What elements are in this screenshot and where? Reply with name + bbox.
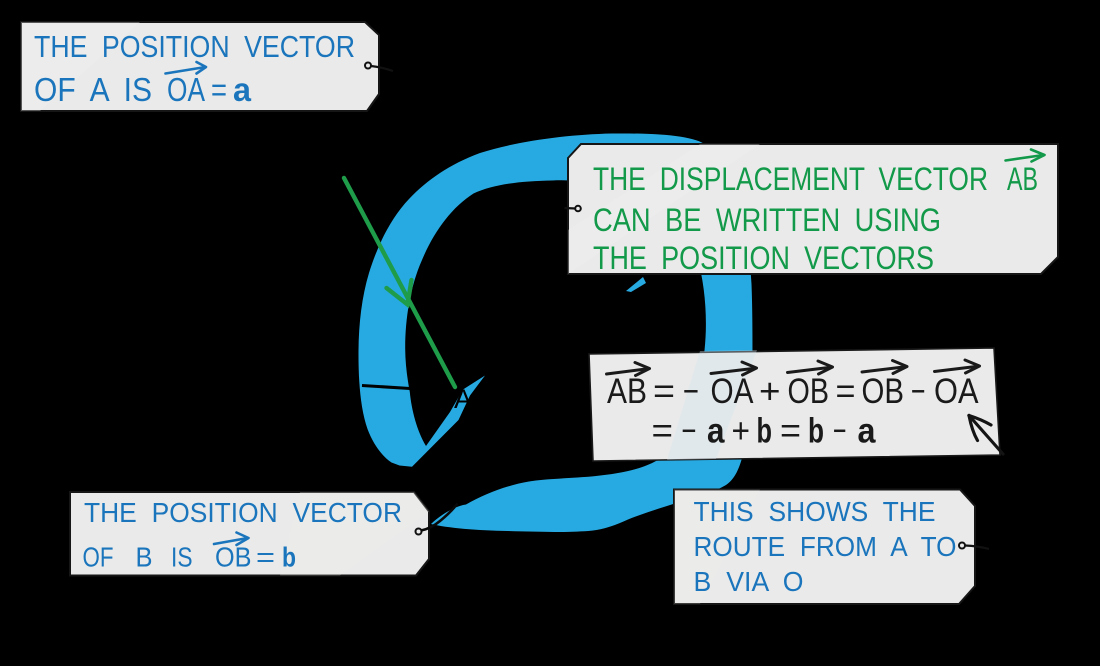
svg-text:OB: OB [788, 372, 830, 411]
svg-text:THIS SHOWS THE: THIS SHOWS THE [694, 496, 936, 527]
svg-text:a: a [707, 412, 725, 451]
svg-text:OB: OB [215, 542, 252, 573]
svg-text:=: = [836, 372, 856, 411]
svg-text:OF A IS: OF A IS [34, 71, 152, 108]
svg-text:=: = [653, 372, 675, 411]
svg-text:THE DISPLACEMENT VECTOR: THE DISPLACEMENT VECTOR [593, 161, 988, 197]
svg-text:A: A [454, 384, 472, 414]
svg-text:AB: AB [1007, 161, 1038, 197]
svg-text:OA: OA [167, 71, 205, 108]
svg-text:OB: OB [862, 372, 905, 411]
svg-text:OF: OF [83, 542, 114, 573]
svg-text:−: − [911, 372, 926, 411]
svg-text:b: b [282, 542, 296, 573]
svg-text:=: = [211, 71, 227, 108]
svg-text:=: = [652, 412, 674, 451]
svg-text:=: = [780, 412, 801, 451]
svg-text:b: b [808, 412, 824, 451]
svg-text:−: − [683, 372, 699, 411]
svg-text:a: a [233, 71, 252, 108]
svg-text:a: a [858, 412, 876, 451]
svg-text:B VIA O: B VIA O [694, 566, 804, 597]
svg-text:THE POSITION VECTORS: THE POSITION VECTORS [593, 240, 934, 276]
svg-text:−: − [833, 412, 847, 451]
svg-text:IS: IS [171, 542, 193, 573]
svg-text:b: b [757, 412, 773, 451]
svg-text:THE POSITION VECTOR: THE POSITION VECTOR [84, 497, 402, 528]
svg-text:=: = [256, 542, 275, 573]
svg-text:−: − [682, 412, 697, 451]
svg-text:+: + [759, 372, 781, 411]
svg-text:OA: OA [711, 372, 755, 411]
svg-text:+: + [732, 412, 751, 451]
svg-text:CAN BE WRITTEN USING: CAN BE WRITTEN USING [593, 202, 941, 238]
svg-text:AB: AB [607, 372, 647, 411]
svg-text:ROUTE FROM A TO: ROUTE FROM A TO [694, 531, 957, 562]
svg-text:THE POSITION VECTOR: THE POSITION VECTOR [34, 30, 355, 64]
svg-text:OA: OA [934, 372, 979, 411]
svg-text:B: B [136, 542, 153, 573]
